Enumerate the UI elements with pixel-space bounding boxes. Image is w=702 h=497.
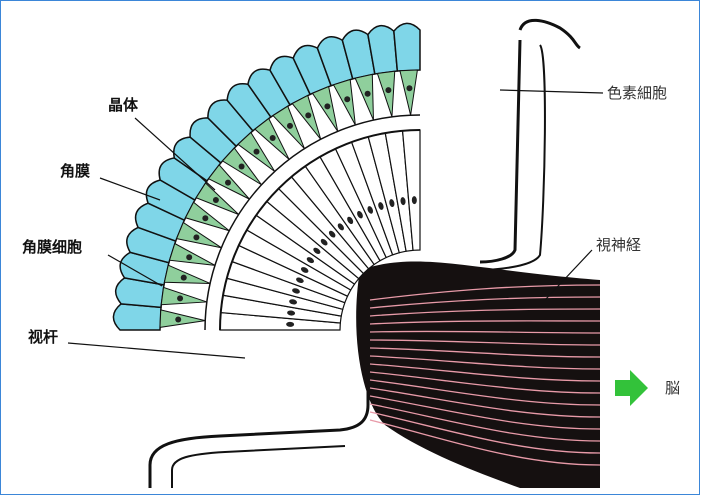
pigment-nucleus (213, 197, 219, 203)
pigment-nucleus (193, 234, 199, 240)
pigment-nucleus (239, 164, 245, 170)
rhabdom-pointer (68, 343, 245, 358)
label-cornea: 角膜 (60, 164, 90, 179)
pigment-nucleus (202, 215, 208, 221)
pigment-nucleus (175, 316, 181, 322)
right-wall (480, 40, 520, 262)
pigment-nucleus (177, 295, 183, 301)
pigment-nucleus (305, 112, 311, 118)
crystalline-cone (160, 310, 205, 327)
cornea-facet (394, 23, 420, 71)
label-lens: 晶体 (108, 98, 138, 113)
label-optic-nerve: 視神経 (596, 238, 641, 253)
inner-wall (172, 446, 345, 488)
crystalline-cone (170, 244, 215, 266)
crystalline-cone (161, 287, 207, 304)
pigment-nucleus (186, 254, 192, 260)
outer-wall (150, 380, 368, 488)
crystalline-cone (164, 265, 210, 283)
label-brain: 脳 (665, 381, 680, 396)
pigment-nucleus (225, 180, 231, 186)
pigment-nucleus (254, 149, 260, 155)
label-pigment-cell: 色素細胞 (607, 86, 667, 101)
pigment-nucleus (270, 135, 276, 141)
label-corneal-cell: 角膜细胞 (22, 240, 82, 255)
pigment-nucleus (365, 91, 371, 97)
crystalline-cone (355, 74, 373, 120)
pigment-nucleus (287, 123, 293, 129)
arrow-right-icon (615, 370, 648, 406)
crystalline-cone (400, 70, 417, 115)
crystalline-cone (334, 80, 356, 125)
pigment-nucleus (324, 103, 330, 109)
pigment-nucleus (385, 87, 391, 93)
pigment-nucleus (181, 275, 187, 281)
cornea-facet (113, 304, 161, 330)
crystalline-cone (377, 71, 394, 117)
label-rhabdom: 视杆 (28, 330, 58, 345)
pigment-nucleus (406, 85, 412, 91)
top-right-wall (520, 20, 580, 48)
pigment-pointer (500, 90, 603, 93)
pigment-nucleus (344, 96, 350, 102)
optic-nerve-bundle (356, 261, 600, 488)
